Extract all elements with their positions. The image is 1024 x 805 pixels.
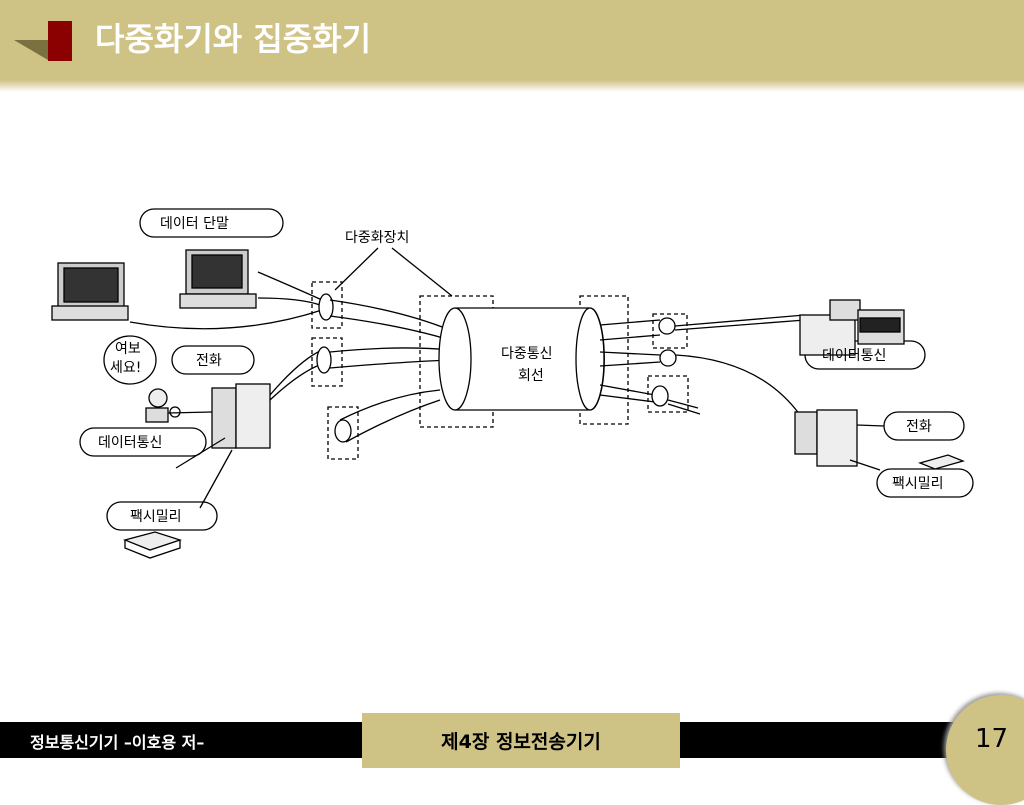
label-data-terminal: 데이터 단말: [160, 216, 229, 232]
label-hello: 여보: [115, 341, 141, 357]
title-bullet: [48, 21, 72, 61]
computer-icon-1: [51, 262, 129, 321]
label-line-1: 다중통신: [501, 346, 553, 362]
header-fade: [0, 80, 1024, 92]
title-bullet-shadow: [14, 40, 48, 60]
label-line-2: 회선: [518, 368, 544, 384]
label-datacomm-left: 데이터통신: [98, 435, 162, 451]
label-multiplexer: 다중화장치: [345, 230, 409, 246]
multiplexer-diagram: 데이터 단말 다중화장치 여보 세요! 전화 데이터통신 팩시밀리 다중통신 회…: [51, 208, 974, 559]
diagram-labels: 데이터 단말 다중화장치 여보 세요! 전화 데이터통신 팩시밀리 다중통신 회…: [98, 216, 944, 525]
label-datacomm-right: 데이터통신: [822, 348, 886, 364]
slide-header: [0, 0, 1024, 80]
page-number: 17: [975, 724, 1009, 754]
slide-title: 다중화기와 집중화기: [95, 20, 372, 58]
label-phone-right: 전화: [906, 419, 932, 435]
label-fax-right: 팩시밀리: [892, 476, 944, 492]
footer-book-title: 정보통신기기 –이호용 저–: [30, 733, 205, 752]
label-fax-left: 팩시밀리: [130, 509, 182, 525]
label-hello-2: 세요!: [110, 360, 141, 376]
label-phone-left: 전화: [196, 353, 222, 369]
footer-chapter: 제4장 정보전송기기: [362, 713, 680, 768]
computer-icon-2: [179, 249, 257, 309]
